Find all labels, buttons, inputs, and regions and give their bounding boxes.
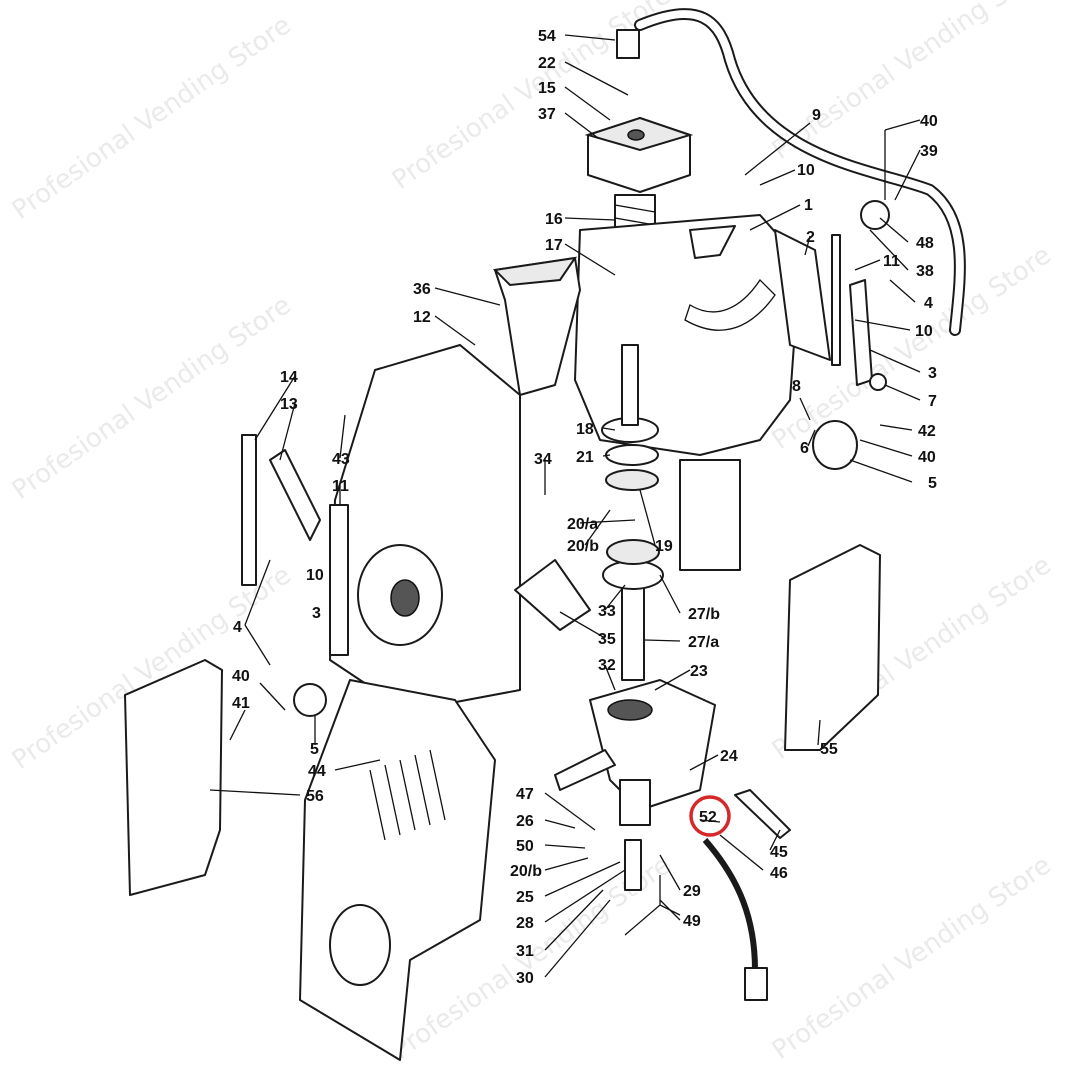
callout-7: 7 xyxy=(928,393,937,410)
callout-19: 19 xyxy=(655,538,673,555)
callout-3-right: 3 xyxy=(928,365,937,382)
watermark-1: Profesional Vending Store xyxy=(7,10,297,226)
callout-4-left: 4 xyxy=(233,619,242,636)
callout-39: 39 xyxy=(920,143,938,160)
leader-lines xyxy=(209,34,921,978)
callout-22: 22 xyxy=(538,55,556,72)
callout-3-left: 3 xyxy=(312,605,321,622)
callout-12: 12 xyxy=(413,309,431,326)
callout-4-right: 4 xyxy=(924,295,933,312)
gear-wheel xyxy=(293,683,327,717)
callout-50: 50 xyxy=(516,838,534,855)
callout-29: 29 xyxy=(683,883,701,900)
callout-10-top: 10 xyxy=(797,162,815,179)
tube-fitting xyxy=(616,29,640,59)
outlet-tube xyxy=(702,838,758,971)
callout-44: 44 xyxy=(308,763,326,780)
callout-9: 9 xyxy=(812,107,821,124)
callout-5-left: 5 xyxy=(310,741,319,758)
parts-layer xyxy=(124,8,966,1061)
callout-26: 26 xyxy=(516,813,534,830)
callout-14: 14 xyxy=(280,369,298,386)
brewer-body xyxy=(329,344,521,706)
callout-37: 37 xyxy=(538,106,556,123)
callout-28: 28 xyxy=(516,915,534,932)
callout-23: 23 xyxy=(690,663,708,680)
callout-47: 47 xyxy=(516,786,534,803)
callout-36: 36 xyxy=(413,281,431,298)
callout-8: 8 xyxy=(792,378,801,395)
valve-housing xyxy=(589,679,716,811)
left-guard xyxy=(124,659,223,896)
callout-24: 24 xyxy=(720,748,738,765)
callout-10-left: 10 xyxy=(306,567,324,584)
piston-shaft xyxy=(621,579,645,681)
spout xyxy=(554,749,616,791)
callout-46: 46 xyxy=(770,865,788,882)
callout-18: 18 xyxy=(576,421,594,438)
callout-20b: 20/b xyxy=(567,538,599,555)
callout-31: 31 xyxy=(516,943,534,960)
callout-17: 17 xyxy=(545,237,563,254)
callout-56: 56 xyxy=(306,788,324,805)
right-lever xyxy=(849,279,873,386)
watermark-3: Profesional Vending Store xyxy=(767,0,1057,166)
side-plate xyxy=(774,229,831,361)
callout-52: 52 xyxy=(699,809,717,826)
callout-21: 21 xyxy=(576,449,594,466)
callout-41: 41 xyxy=(232,695,250,712)
callout-2: 2 xyxy=(806,229,815,246)
callout-20b-lower: 20/b xyxy=(510,863,542,880)
callout-20a: 20/a xyxy=(567,516,598,533)
valve-bracket xyxy=(734,789,791,839)
callout-42: 42 xyxy=(918,423,936,440)
highlighted-callout: 52 xyxy=(689,795,731,837)
callout-16: 16 xyxy=(545,211,563,228)
ring-middle xyxy=(605,444,659,466)
callout-34: 34 xyxy=(534,451,552,468)
callout-40-right: 40 xyxy=(918,449,936,466)
callout-30: 30 xyxy=(516,970,534,987)
callout-33: 33 xyxy=(598,603,616,620)
callout-1: 1 xyxy=(804,197,813,214)
callout-11-left: 11 xyxy=(332,478,349,495)
right-guard xyxy=(784,544,881,751)
callout-35: 35 xyxy=(598,631,616,648)
callout-45: 45 xyxy=(770,844,788,861)
motor-wheel xyxy=(812,420,858,470)
main-frame xyxy=(574,214,801,456)
callout-25: 25 xyxy=(516,889,534,906)
callout-5-right: 5 xyxy=(928,475,937,492)
callout-48: 48 xyxy=(916,235,934,252)
callout-6: 6 xyxy=(800,440,809,457)
callout-40-left: 40 xyxy=(232,668,250,685)
callout-40-top: 40 xyxy=(920,113,938,130)
callout-43: 43 xyxy=(332,451,350,468)
callout-54: 54 xyxy=(538,28,556,45)
callout-11-right: 11 xyxy=(883,253,900,270)
callout-10-right: 10 xyxy=(915,323,933,340)
left-lever xyxy=(269,449,321,541)
valve-stem xyxy=(624,839,642,891)
ring-lower xyxy=(605,469,659,491)
callout-27a: 27/a xyxy=(688,634,719,651)
callout-38: 38 xyxy=(916,263,934,280)
callout-27b: 27/b xyxy=(688,606,720,623)
callout-13: 13 xyxy=(280,396,298,413)
callout-32: 32 xyxy=(598,657,616,674)
scraper xyxy=(514,559,591,631)
callout-55: 55 xyxy=(820,741,838,758)
highlight-ring xyxy=(689,795,731,837)
callout-15: 15 xyxy=(538,80,556,97)
callout-labels: 54 22 15 37 16 17 36 12 14 13 43 11 10 3… xyxy=(232,28,938,987)
callout-49: 49 xyxy=(683,913,701,930)
watermark-9: Profesional Vending Store xyxy=(767,850,1057,1066)
